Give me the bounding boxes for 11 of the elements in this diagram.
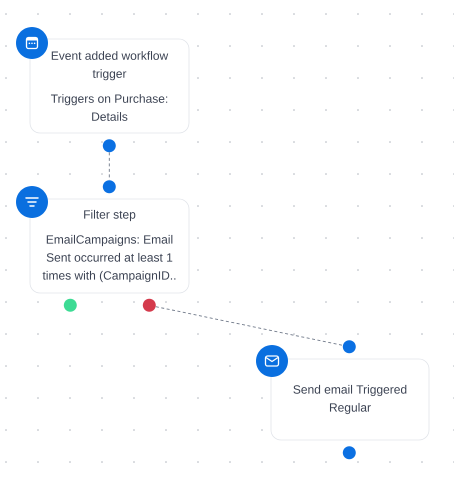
handle-dot [102, 180, 116, 194]
connector-line [108, 152, 110, 180]
handle-dot [64, 298, 77, 312]
step-card: Filter step EmailCampaigns: Email Sent occurred at least 1 times with (CampaignID.. [30, 198, 190, 294]
step-card: Send email Triggered Regular [270, 358, 430, 440]
connector-line [155, 306, 344, 346]
step-card: Event added workflow trigger Triggers on Purchase: Details [30, 38, 190, 134]
handle-dot [342, 340, 356, 354]
handle-dot [102, 139, 116, 152]
handle-dot [142, 298, 156, 312]
handle-dot [342, 446, 356, 460]
